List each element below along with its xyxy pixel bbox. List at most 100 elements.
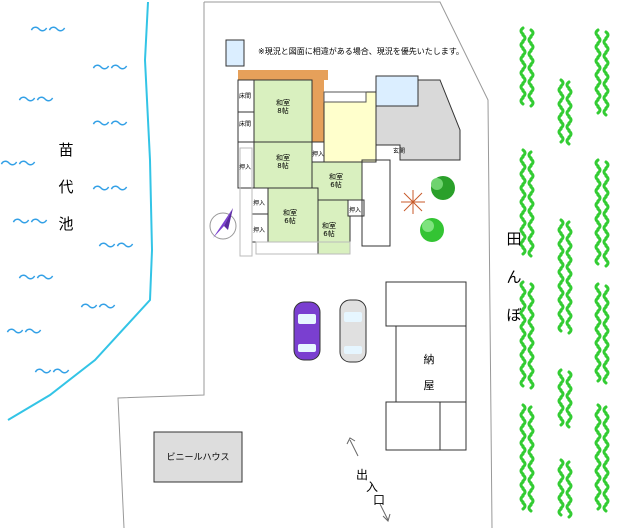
crop-mark (594, 256, 600, 266)
crop-mark (594, 242, 600, 252)
crop-mark (527, 489, 533, 499)
crop-mark (602, 79, 608, 89)
crop-mark (521, 329, 527, 339)
crop-mark (521, 89, 527, 99)
crop-mark (529, 440, 535, 450)
crop-mark (557, 396, 563, 406)
crop-mark (596, 193, 602, 203)
crop-mark (565, 80, 571, 90)
crop-mark (527, 461, 533, 471)
crop-mark (602, 447, 608, 457)
crop-mark (527, 91, 533, 101)
crop-mark (602, 461, 608, 471)
wave-mark: ～～ (6, 322, 42, 343)
crop-mark (596, 221, 602, 231)
crop-mark (567, 227, 573, 237)
crop-mark (529, 70, 535, 80)
crop-mark (567, 311, 573, 321)
crop-mark (602, 37, 608, 47)
crop-mark (521, 47, 527, 57)
crop-mark (529, 454, 535, 464)
crop-mark (559, 260, 565, 270)
crop-mark (529, 310, 535, 320)
crop-mark (529, 98, 535, 108)
crop-mark (604, 160, 610, 170)
room-5-name: 和室 (322, 222, 336, 230)
wave-mark: ～～ (34, 362, 70, 383)
veranda-strip-left (239, 147, 253, 257)
crop-mark (567, 283, 573, 293)
crop-mark (602, 291, 608, 301)
crop-mark (596, 289, 602, 299)
crop-mark (519, 40, 525, 50)
car-silver-icon (339, 299, 367, 363)
crop-mark (559, 403, 565, 413)
crop-mark (594, 282, 600, 292)
crop-mark (604, 326, 610, 336)
crop-mark (594, 480, 600, 490)
crop-mark (565, 405, 571, 415)
crop-mark (559, 288, 565, 298)
crop-mark (565, 262, 571, 272)
crop-mark (529, 199, 535, 209)
crop-mark (519, 225, 525, 235)
crop-mark (529, 324, 535, 334)
crop-mark (527, 192, 533, 202)
crop-mark (519, 438, 525, 448)
bath-area (375, 75, 419, 107)
crop-mark (594, 352, 600, 362)
rice-field-char-3: ぼ (506, 306, 522, 324)
crop-mark (559, 92, 565, 102)
crop-mark (602, 93, 608, 103)
crop-mark (604, 44, 610, 54)
crop-mark (557, 410, 563, 420)
crop-mark (557, 465, 563, 475)
kitchen-counter (323, 91, 367, 103)
crop-mark (519, 466, 525, 476)
entrance-label: 玄関 (393, 148, 406, 155)
crop-mark (594, 410, 600, 420)
crop-mark (519, 280, 525, 290)
crop-mark (604, 258, 610, 268)
crop-mark (559, 500, 565, 510)
room-2-size: 8帖 (277, 162, 289, 170)
crop-mark (604, 30, 610, 40)
crop-mark (521, 445, 527, 455)
rice-field-label: 田 ん ぼ (504, 220, 524, 334)
crop-mark (567, 509, 573, 519)
crop-mark (565, 474, 571, 484)
crop-mark (559, 232, 565, 242)
kitchen-area (323, 91, 377, 163)
room-5-size: 6帖 (323, 230, 335, 238)
wave-mark: ～～ (30, 20, 66, 41)
crop-mark (594, 186, 600, 196)
crop-mark (596, 345, 602, 355)
room-2-name: 和室 (276, 154, 290, 162)
oshiire-2-label: 押入 (253, 200, 266, 207)
crop-mark (529, 227, 535, 237)
storage-barn-label: 納 屋 (419, 347, 439, 399)
crop-mark (602, 223, 608, 233)
crop-mark (521, 176, 527, 186)
crop-mark (559, 218, 565, 228)
crop-mark (527, 77, 533, 87)
crop-mark (529, 352, 535, 362)
crop-mark (529, 42, 535, 52)
crop-mark (594, 310, 600, 320)
crop-mark (529, 282, 535, 292)
crop-mark (557, 281, 563, 291)
crop-mark (521, 501, 527, 511)
oshiire-1-label: 押入 (239, 164, 252, 171)
crop-mark (596, 473, 602, 483)
crop-mark (602, 333, 608, 343)
crop-mark (567, 412, 573, 422)
crop-mark (527, 345, 533, 355)
crop-mark (519, 322, 525, 332)
crop-mark (519, 239, 525, 249)
crop-mark (529, 482, 535, 492)
crop-mark (529, 84, 535, 94)
oshiire-3-label: 押入 (253, 227, 266, 234)
crop-mark (602, 475, 608, 485)
crop-mark (594, 70, 600, 80)
crop-mark (519, 494, 525, 504)
